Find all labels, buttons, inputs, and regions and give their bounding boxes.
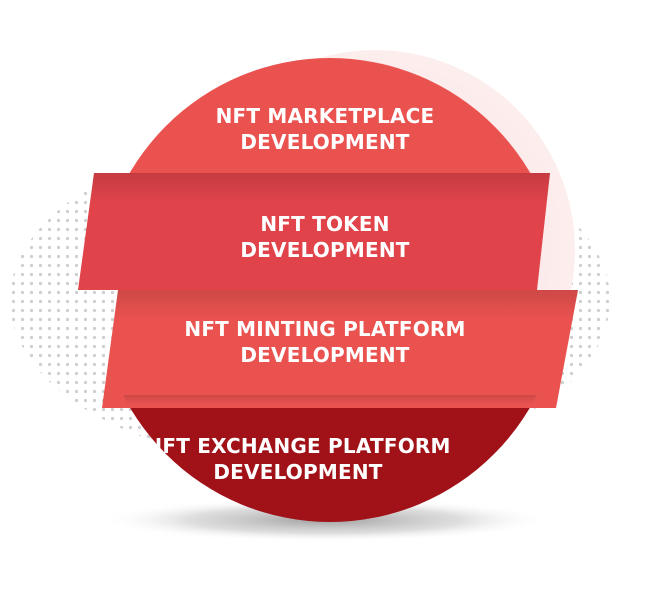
layer-subtitle: DEVELOPMENT: [240, 238, 410, 262]
layer-subtitle: DEVELOPMENT: [240, 343, 410, 367]
layer-title: NFT MARKETPLACE: [215, 104, 435, 128]
layer-label-exchange: NFT EXCHANGE PLATFORM DEVELOPMENT: [0, 433, 623, 485]
layer-label-marketplace: NFT MARKETPLACE DEVELOPMENT: [0, 103, 650, 155]
band-minting-group: [102, 290, 578, 408]
layer-title: NFT TOKEN: [260, 212, 390, 236]
band-token-group: [78, 173, 550, 290]
layer-subtitle: DEVELOPMENT: [240, 130, 410, 154]
layer-subtitle: DEVELOPMENT: [213, 460, 383, 484]
layer-title: NFT MINTING PLATFORM: [184, 317, 466, 341]
layer-label-token: NFT TOKEN DEVELOPMENT: [0, 211, 650, 263]
layer-title: NFT EXCHANGE PLATFORM: [145, 434, 451, 458]
layer-label-minting: NFT MINTING PLATFORM DEVELOPMENT: [0, 316, 650, 368]
